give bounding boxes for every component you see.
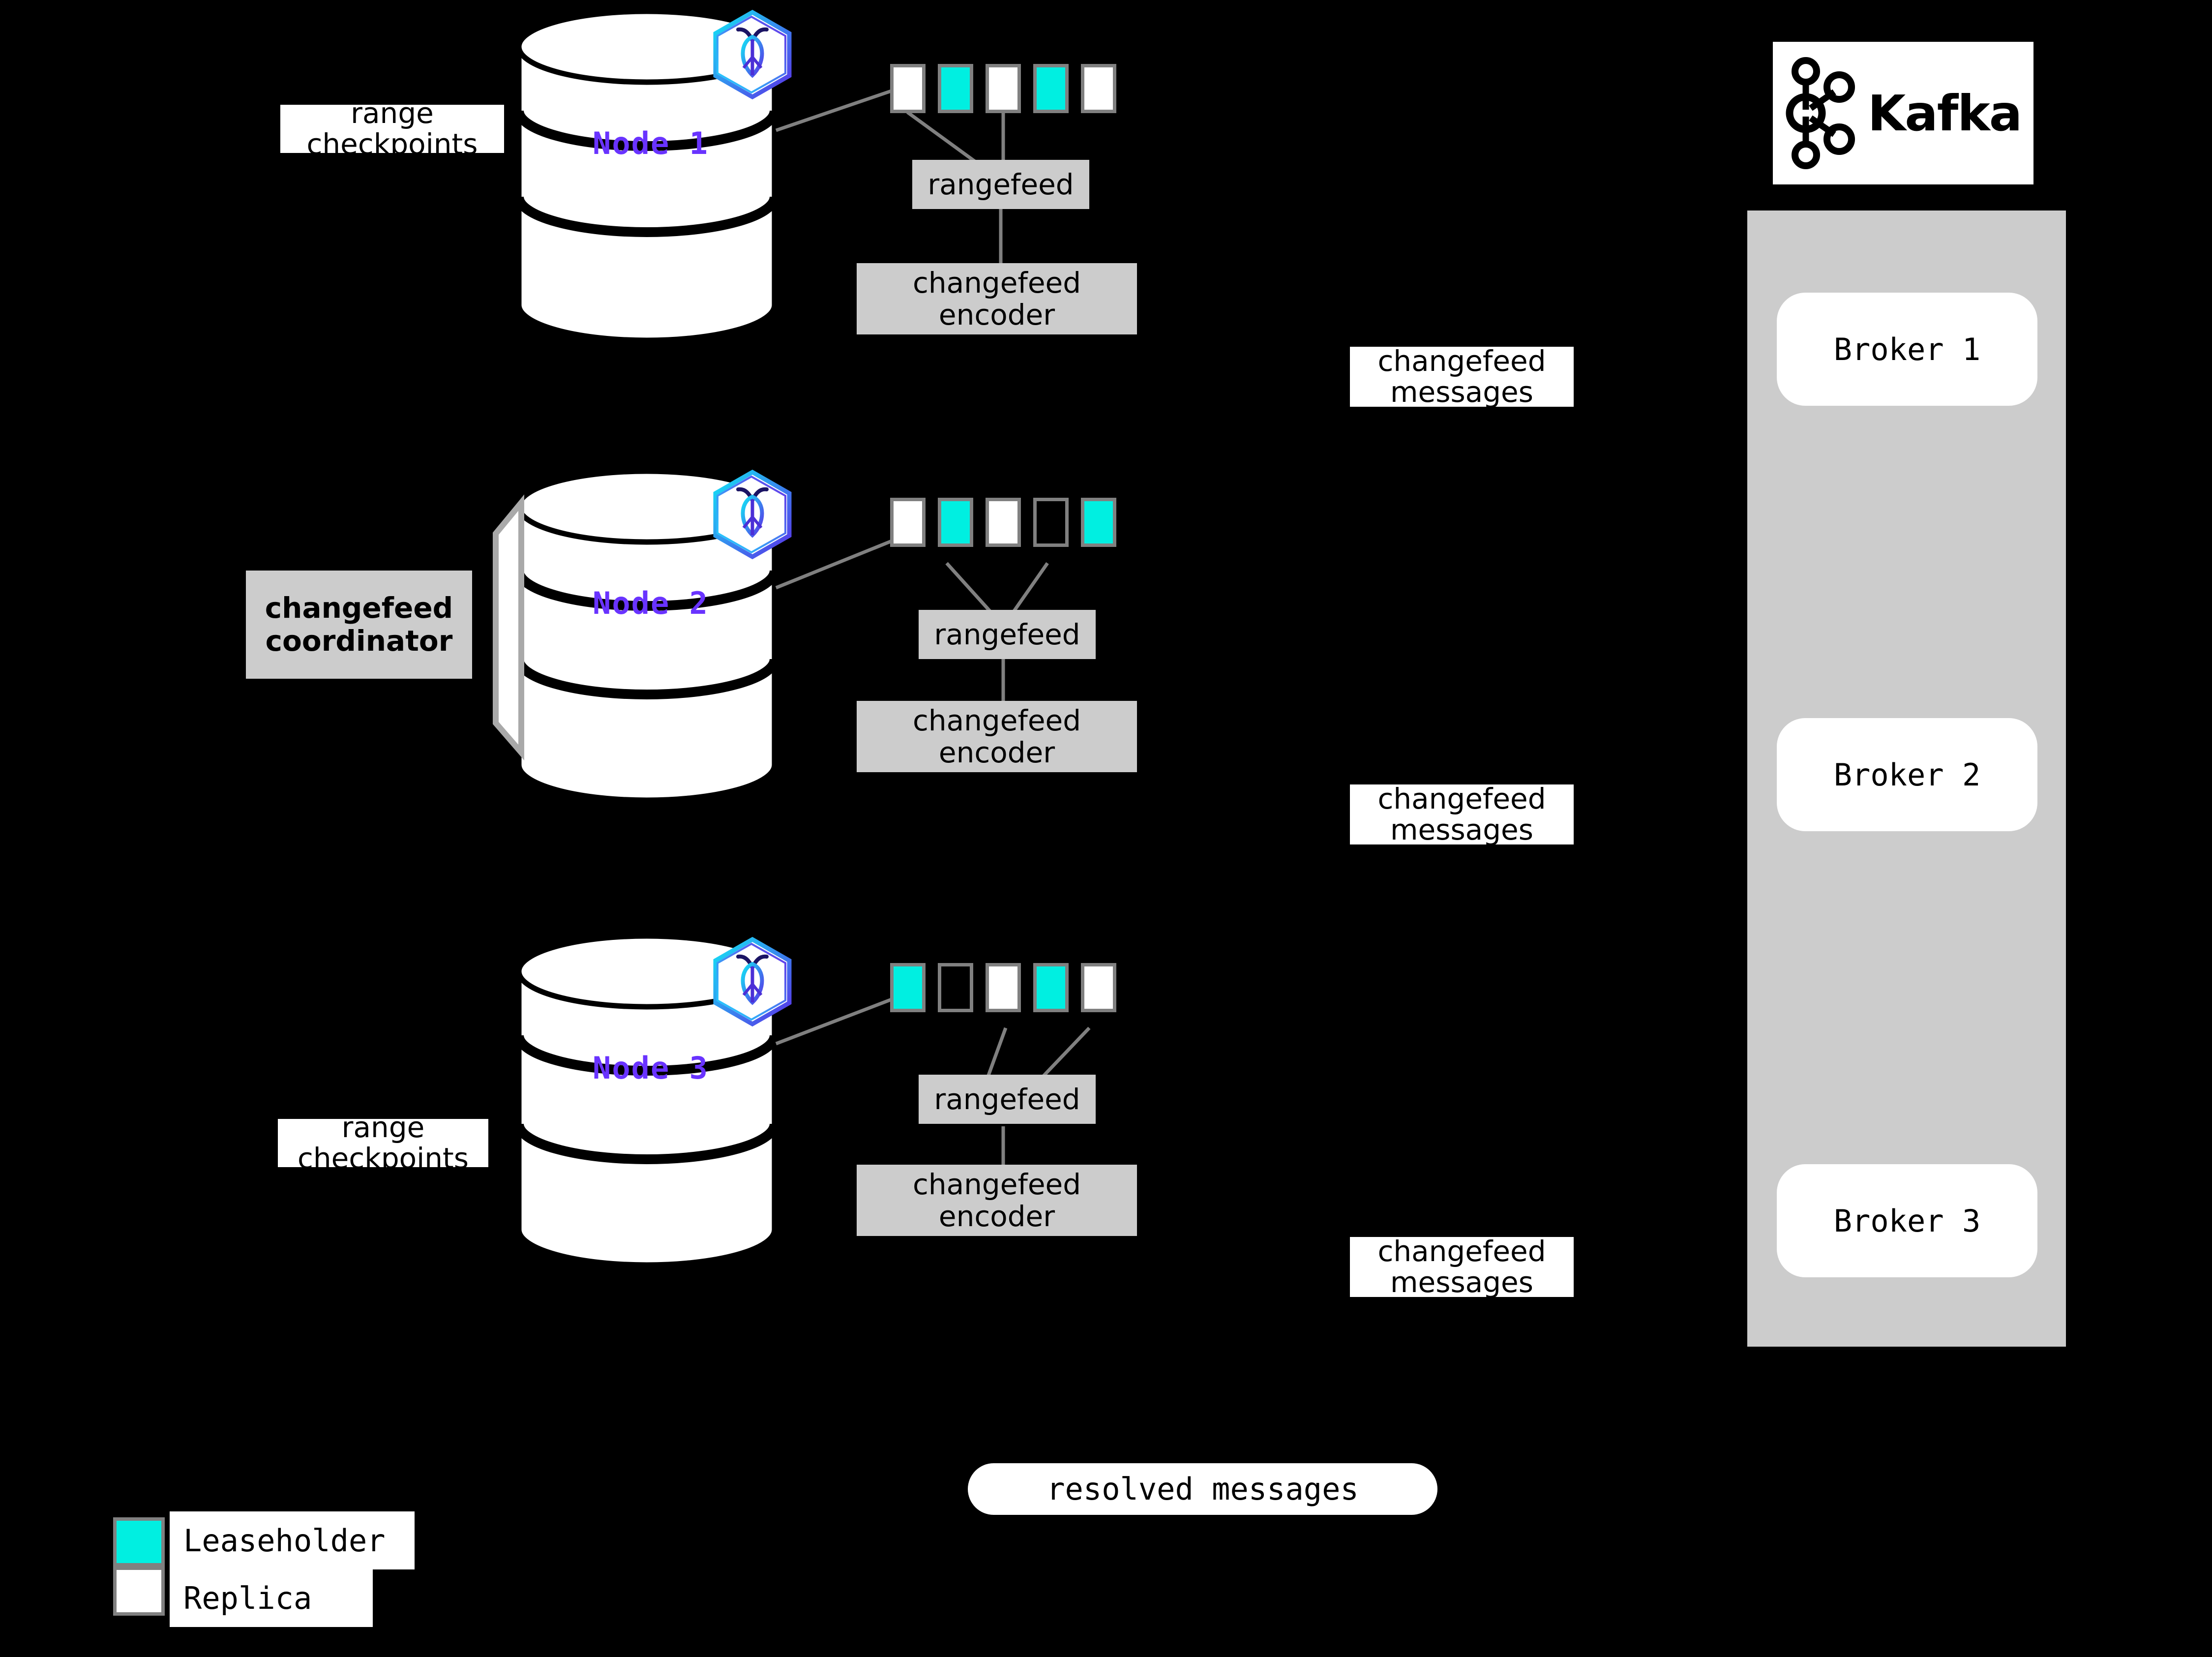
range-box[interactable] xyxy=(986,498,1021,547)
node-3-rangefeed-link-a xyxy=(984,1027,1008,1083)
range-box[interactable] xyxy=(986,64,1021,113)
resolved-messages-pill[interactable]: resolved messages xyxy=(968,1463,1437,1515)
range-box[interactable] xyxy=(1033,963,1069,1012)
broker-3[interactable]: Broker 3 xyxy=(1777,1164,2037,1277)
node-1-rangefeed-link-a xyxy=(906,111,978,164)
range-box[interactable] xyxy=(1033,64,1069,113)
node-3-range-connector xyxy=(775,996,895,1046)
node-2-label: Node 2 xyxy=(593,585,709,621)
kafka-wordmark: Kafka xyxy=(1867,84,2022,142)
range-box[interactable] xyxy=(938,64,973,113)
cockroachdb-logo-node-1 xyxy=(713,9,792,100)
range-box[interactable] xyxy=(890,64,926,113)
node-3-changefeed-encoder-box[interactable]: changefeed encoder xyxy=(857,1165,1137,1236)
kafka-logo: Kafka xyxy=(1773,42,2033,184)
node-2-rangefeed-link-a xyxy=(945,562,994,615)
cockroachdb-logo-node-2 xyxy=(713,469,792,560)
range-box[interactable] xyxy=(986,963,1021,1012)
cockroachdb-logo-node-3 xyxy=(713,936,792,1027)
changefeed-coordinator-box[interactable]: changefeed coordinator xyxy=(246,571,472,679)
node-3-range-checkpoints-label: range checkpoints xyxy=(278,1112,488,1174)
node-2-range-connector xyxy=(775,538,895,590)
node-1-range-connector xyxy=(775,88,895,132)
node-2-changefeed-messages-label: changefeed messages xyxy=(1350,783,1574,845)
range-box[interactable] xyxy=(890,963,926,1012)
node-3-rangefeed-box[interactable]: rangefeed xyxy=(919,1075,1096,1124)
node-3-label: Node 3 xyxy=(593,1050,709,1086)
node-1-cylinder xyxy=(514,8,779,343)
coordinator-extrusion xyxy=(493,494,524,761)
range-box[interactable] xyxy=(938,963,973,1012)
legend-label-replica: Replica xyxy=(170,1569,373,1627)
node-1-changefeed-messages-label: changefeed messages xyxy=(1350,346,1574,407)
range-box[interactable] xyxy=(1033,498,1069,547)
legend-swatch-leaseholder xyxy=(113,1517,165,1567)
node-1-rangefeed-box[interactable]: rangefeed xyxy=(912,160,1089,209)
range-box[interactable] xyxy=(1081,64,1116,113)
legend-label-leaseholder: Leaseholder xyxy=(170,1511,415,1569)
range-box[interactable] xyxy=(1081,963,1116,1012)
node-2-cylinder xyxy=(514,468,779,803)
node-3-rangefeed-link-b xyxy=(1036,1026,1091,1084)
node-2-changefeed-encoder-box[interactable]: changefeed encoder xyxy=(857,701,1137,772)
range-box[interactable] xyxy=(890,498,926,547)
node-1-label: Node 1 xyxy=(593,125,709,161)
broker-1[interactable]: Broker 1 xyxy=(1777,293,2037,406)
node-3-cylinder xyxy=(514,933,779,1268)
node-1-range-checkpoints-label: range checkpoints xyxy=(280,98,504,159)
legend-swatch-replica xyxy=(113,1567,165,1616)
range-box[interactable] xyxy=(938,498,973,547)
node-1-changefeed-encoder-box[interactable]: changefeed encoder xyxy=(857,263,1137,334)
kafka-mark-icon xyxy=(1786,57,1855,169)
range-box[interactable] xyxy=(1081,498,1116,547)
node-3-changefeed-messages-label: changefeed messages xyxy=(1350,1236,1574,1297)
node-2-rangefeed-box[interactable]: rangefeed xyxy=(919,610,1096,659)
broker-2[interactable]: Broker 2 xyxy=(1777,718,2037,831)
node-2-rangefeed-link-b xyxy=(1011,562,1049,615)
